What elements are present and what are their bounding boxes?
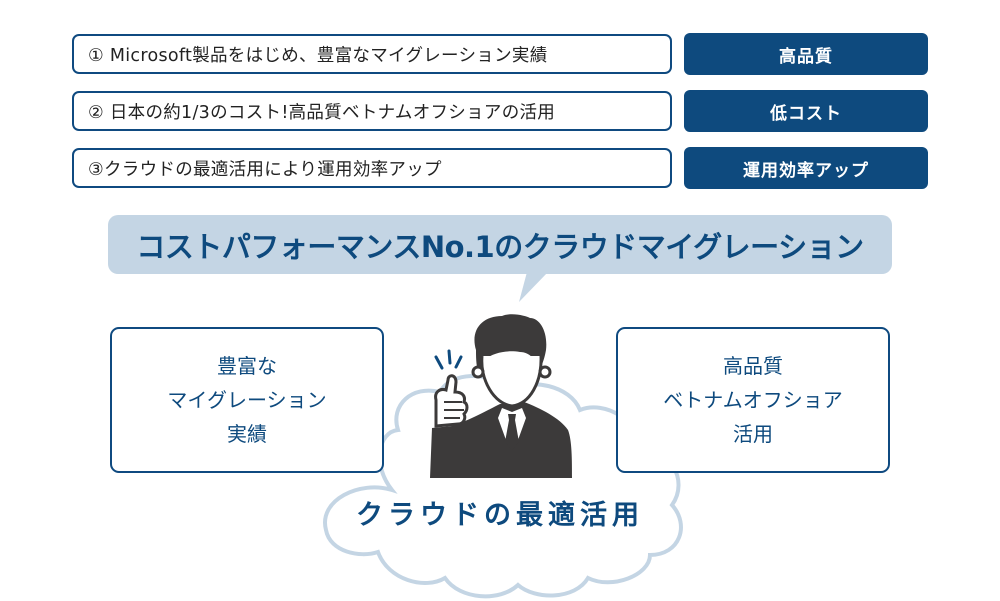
feature-tag: 低コスト [684,90,928,132]
box-line: マイグレーション [167,388,327,412]
feature-tag-label: 低コスト [770,103,842,124]
feature-text: ② 日本の約1/3のコスト!高品質ベトナムオフショアの活用 [88,102,556,123]
feature-text: ① Microsoft製品をはじめ、豊富なマイグレーション実績 [88,45,548,66]
box-line: 高品質 [723,354,783,378]
box-line: 活用 [733,422,773,446]
feature-text: ③クラウドの最適活用により運用効率アップ [88,159,442,180]
feature-tag-label: 高品質 [779,46,833,67]
feature-tag: 運用効率アップ [684,147,928,189]
feature-tag-label: 運用効率アップ [743,160,869,181]
vietnam-offshore-box: 高品質 ベトナムオフショア 活用 [616,327,890,473]
feature-text-box: ① Microsoft製品をはじめ、豊富なマイグレーション実績 [72,34,672,74]
feature-text-box: ② 日本の約1/3のコスト!高品質ベトナムオフショアの活用 [72,91,672,131]
headline-speech-bubble: コストパフォーマンスNo.1のクラウドマイグレーション [108,215,892,274]
feature-text-box: ③クラウドの最適活用により運用効率アップ [72,148,672,188]
box-line: 豊富な [217,354,277,378]
migration-record-box: 豊富な マイグレーション 実績 [110,327,384,473]
cloud-label: クラウドの最適活用 [356,500,644,531]
box-line: 実績 [227,422,267,446]
feature-tag: 高品質 [684,33,928,75]
headline-text: コストパフォーマンスNo.1のクラウドマイグレーション [136,229,864,264]
box-line: ベトナムオフショア [663,388,843,412]
